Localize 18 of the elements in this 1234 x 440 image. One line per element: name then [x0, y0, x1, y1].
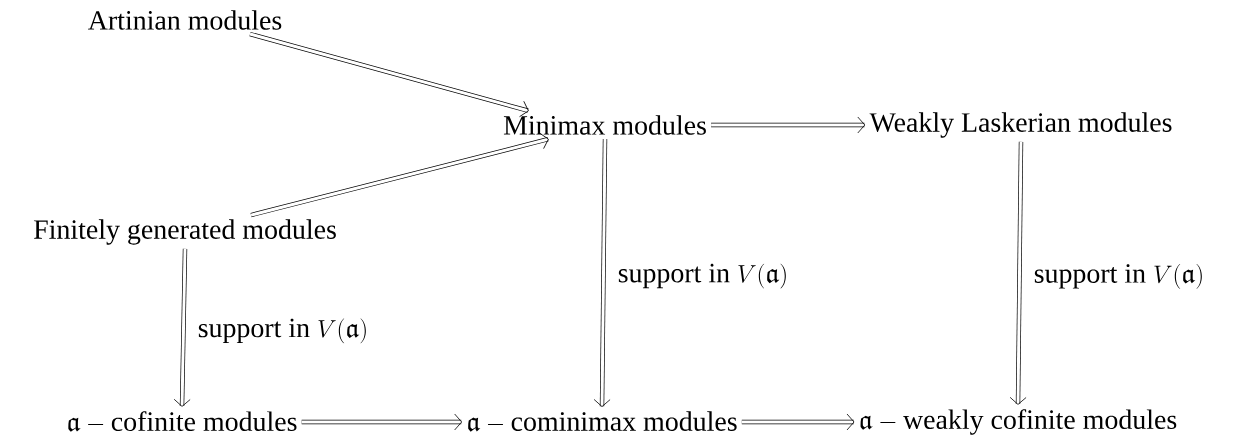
edge-label: $\text{support in } V(\mathfrak{a})$ — [1034, 264, 1202, 289]
double-arrow — [741, 413, 855, 431]
node-label: $\mathfrak{a}-\text{weakly cofinite modules}$ — [860, 409, 1177, 435]
node-label: Artinian modules — [88, 10, 282, 30]
double-arrow — [711, 116, 866, 134]
node-label: $\mathfrak{a}-\text{cofinite modules}$ — [68, 411, 297, 432]
double-arrow — [249, 31, 529, 118]
double-arrow — [301, 413, 463, 431]
edge-label: $\text{support in } V(\mathfrak{a})$ — [618, 263, 786, 289]
double-arrow — [250, 132, 549, 218]
double-arrow — [1009, 141, 1027, 405]
edge-label: $\text{support in } V(\mathfrak{a})$ — [198, 318, 366, 344]
double-arrow — [593, 139, 611, 407]
double-arrow — [173, 248, 191, 407]
node-label: Minimax modules — [503, 115, 706, 135]
node-label: Finitely generated modules — [33, 219, 336, 245]
node-label: Weakly Laskerian modules — [869, 112, 1172, 138]
node-label: $\mathfrak{a}-\text{cominimax modules}$ — [468, 411, 737, 432]
